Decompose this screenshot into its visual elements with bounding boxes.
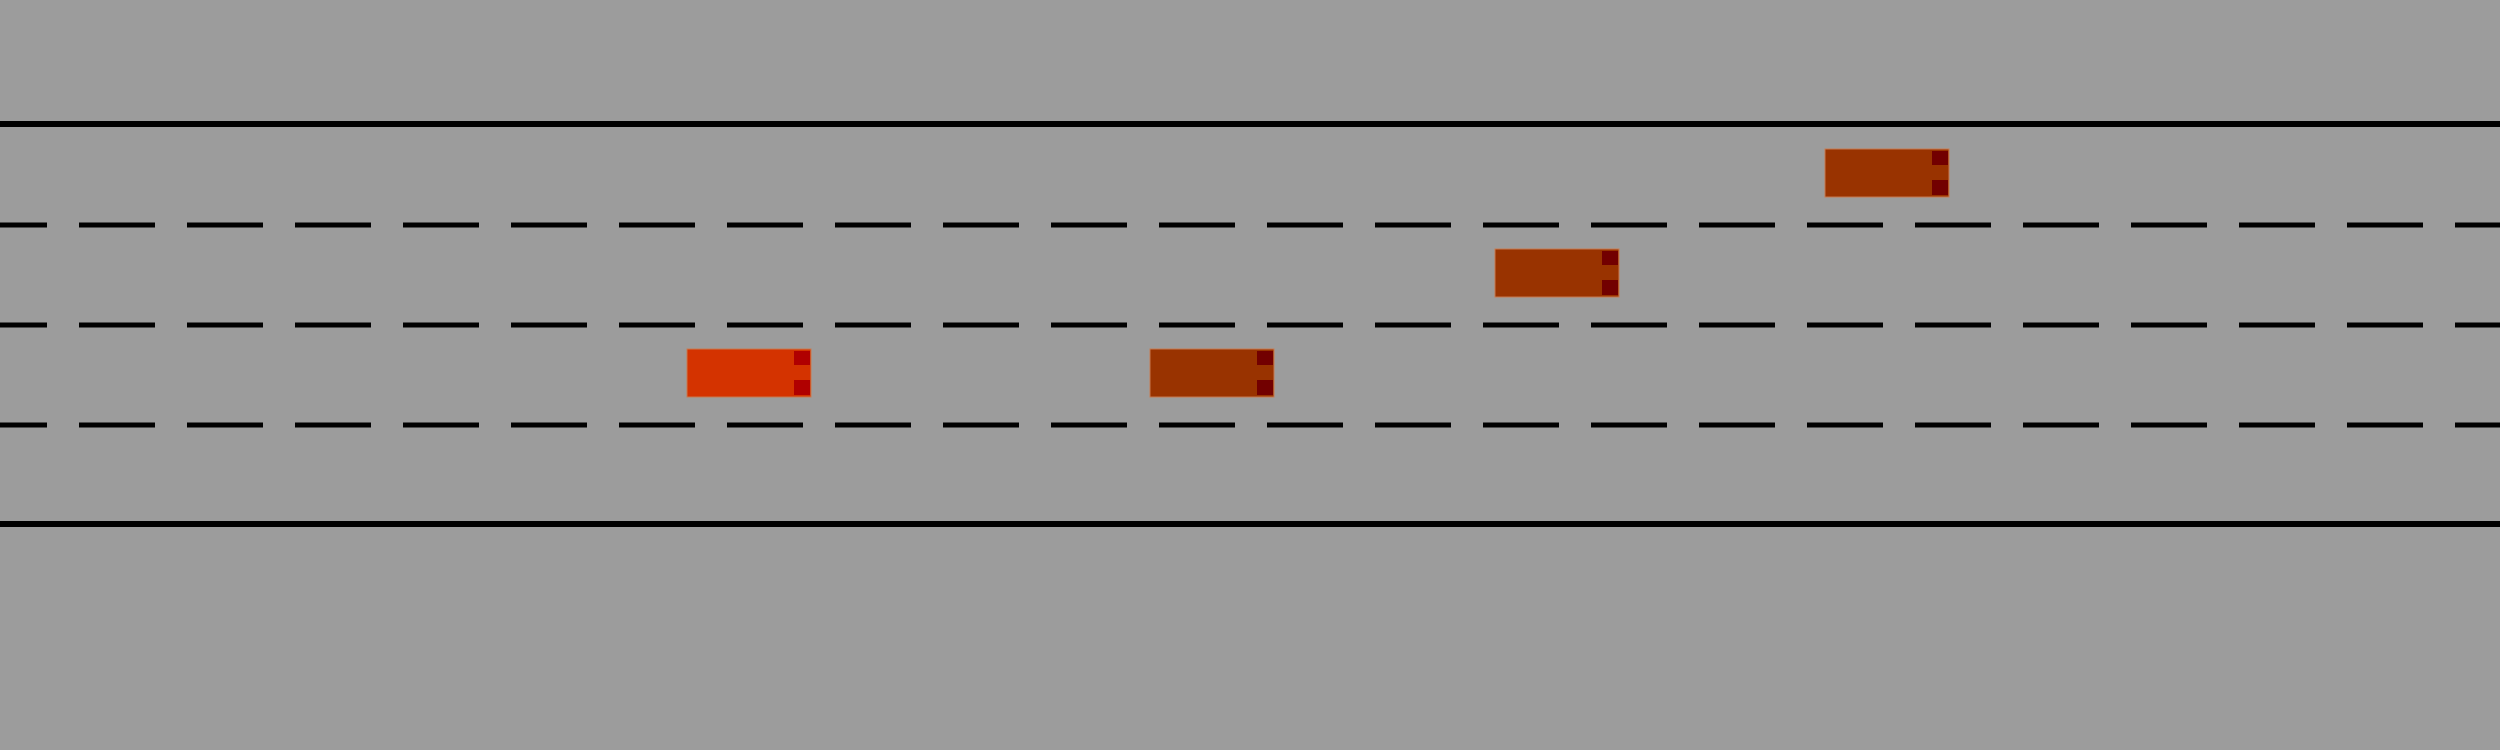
- traffic-vehicle-light-left: [1602, 251, 1618, 265]
- traffic-vehicle-light-right: [1257, 380, 1273, 395]
- traffic-vehicle: [1824, 148, 1950, 198]
- traffic-vehicle: [1494, 248, 1620, 298]
- traffic-vehicle: [1149, 348, 1275, 398]
- traffic-vehicle-light-right: [1602, 280, 1618, 295]
- traffic-vehicle-light-left: [1257, 351, 1273, 365]
- ego-vehicle-light-left: [794, 351, 810, 365]
- traffic-vehicle-body: [1824, 148, 1950, 198]
- ego-vehicle: [686, 348, 812, 398]
- lane-markings: [0, 121, 2500, 527]
- traffic-vehicle-light-left: [1932, 151, 1948, 165]
- traffic-vehicle-light-right: [1932, 180, 1948, 195]
- vehicles: [686, 148, 1950, 398]
- traffic-vehicle-body: [1149, 348, 1275, 398]
- ego-vehicle-body: [686, 348, 812, 398]
- ego-vehicle-light-right: [794, 380, 810, 395]
- traffic-vehicle-body: [1494, 248, 1620, 298]
